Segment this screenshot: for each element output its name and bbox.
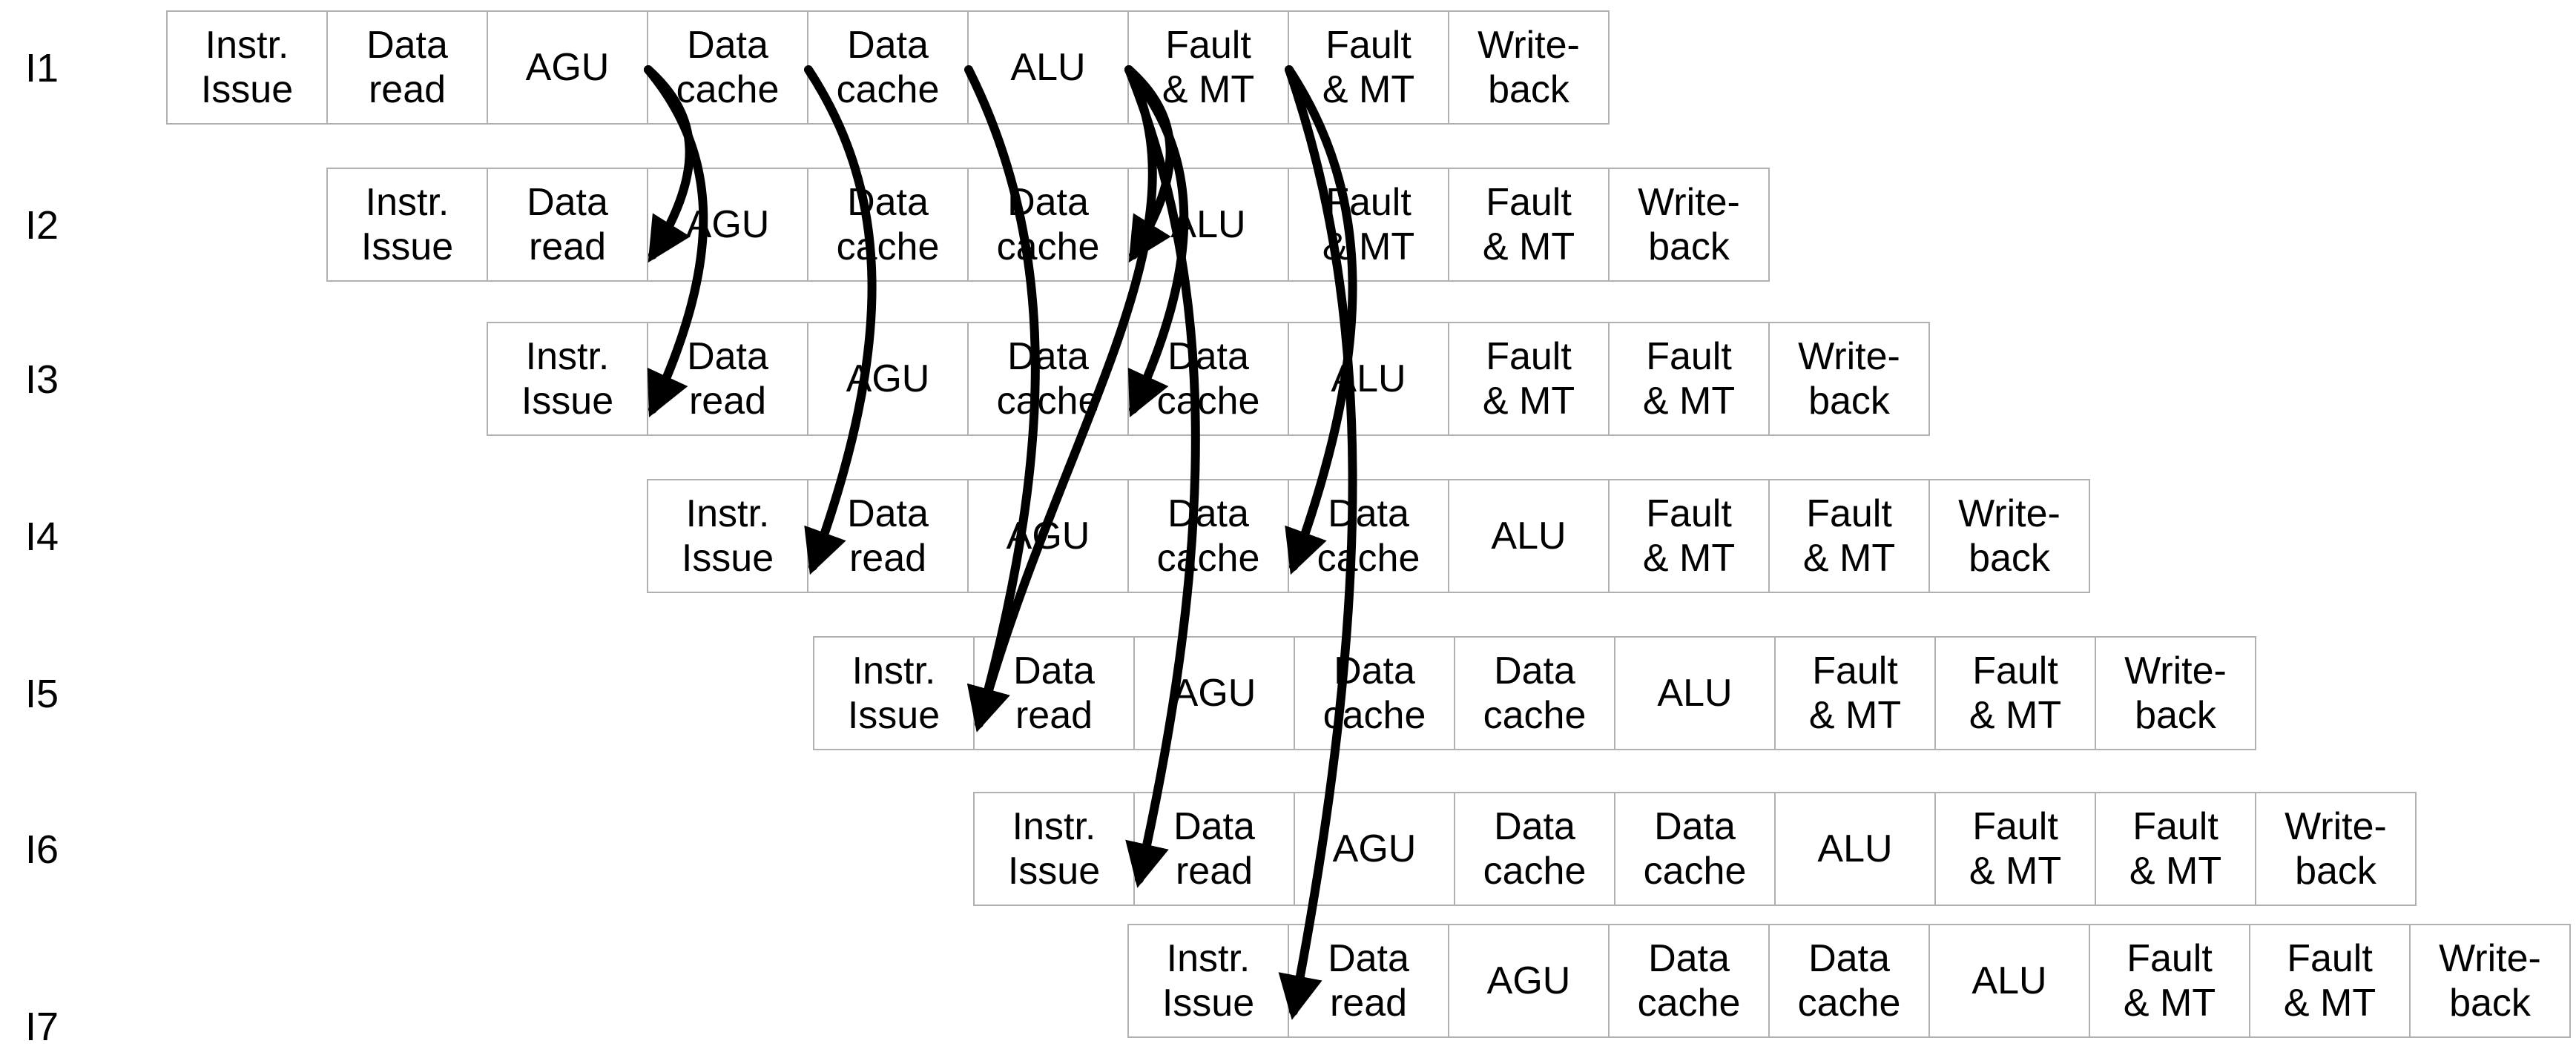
stage-cell-i6-agu: AGU [1294,792,1455,906]
stage-cell-i4-fault: Fault & MT [1608,479,1770,593]
stage-cell-i1-fault: Fault & MT [1288,10,1449,125]
stage-cell-i6-cache: Data cache [1614,792,1776,906]
instruction-label-i3: I3 [25,357,59,402]
instruction-label-i4: I4 [25,515,59,559]
stage-cell-i1-fault: Fault & MT [1127,10,1289,125]
stage-cell-i3-fault: Fault & MT [1448,322,1610,436]
stage-cell-i1-cache: Data cache [807,10,969,125]
stage-cell-i5-alu: ALU [1614,636,1776,750]
stage-cell-i5-issue: Instr. Issue [813,636,975,750]
stage-cell-i2-fault: Fault & MT [1448,168,1610,282]
stage-cell-i5-cache: Data cache [1454,636,1615,750]
stage-cell-i7-wb: Write- back [2409,924,2571,1038]
stage-cell-i7-issue: Instr. Issue [1127,924,1289,1038]
stage-cell-i5-read: Data read [973,636,1135,750]
stage-cell-i6-issue: Instr. Issue [973,792,1135,906]
stage-cell-i5-fault: Fault & MT [1774,636,1936,750]
stage-cell-i4-fault: Fault & MT [1768,479,1930,593]
stage-cell-i3-cache: Data cache [967,322,1129,436]
stage-cell-i2-cache: Data cache [807,168,969,282]
stage-cell-i2-cache: Data cache [967,168,1129,282]
stage-cell-i1-alu: ALU [967,10,1129,125]
stage-cell-i4-issue: Instr. Issue [647,479,808,593]
instruction-label-i2: I2 [25,203,59,248]
stage-cell-i1-cache: Data cache [647,10,808,125]
stage-cell-i3-alu: ALU [1288,322,1449,436]
instruction-label-i6: I6 [25,827,59,872]
stage-cell-i4-read: Data read [807,479,969,593]
stage-cell-i7-read: Data read [1288,924,1449,1038]
stage-cell-i6-alu: ALU [1774,792,1936,906]
stage-cell-i4-cache: Data cache [1288,479,1449,593]
stage-cell-i3-agu: AGU [807,322,969,436]
stage-cell-i4-agu: AGU [967,479,1129,593]
stage-cell-i5-agu: AGU [1133,636,1295,750]
stage-cell-i2-issue: Instr. Issue [326,168,488,282]
stage-cell-i7-fault: Fault & MT [2089,924,2250,1038]
stage-cell-i6-fault: Fault & MT [2095,792,2256,906]
stage-cell-i3-issue: Instr. Issue [487,322,648,436]
stage-cell-i7-cache: Data cache [1768,924,1930,1038]
stage-cell-i5-fault: Fault & MT [1934,636,2096,750]
stage-cell-i2-alu: ALU [1127,168,1289,282]
stage-cell-i5-cache: Data cache [1294,636,1455,750]
stage-cell-i1-wb: Write- back [1448,10,1610,125]
stage-cell-i5-wb: Write- back [2095,636,2256,750]
stage-cell-i1-read: Data read [326,10,488,125]
stage-cell-i7-alu: ALU [1928,924,2090,1038]
instruction-label-i1: I1 [25,46,59,90]
stage-cell-i2-wb: Write- back [1608,168,1770,282]
stage-cell-i1-agu: AGU [487,10,648,125]
stage-cell-i6-wb: Write- back [2255,792,2417,906]
stage-cell-i3-fault: Fault & MT [1608,322,1770,436]
stage-cell-i2-agu: AGU [647,168,808,282]
stage-cell-i7-agu: AGU [1448,924,1610,1038]
stage-cell-i4-cache: Data cache [1127,479,1289,593]
stage-cell-i7-cache: Data cache [1608,924,1770,1038]
stage-cell-i2-read: Data read [487,168,648,282]
instruction-label-i7: I7 [25,1005,59,1049]
stage-cell-i3-read: Data read [647,322,808,436]
instruction-label-i5: I5 [25,672,59,716]
stage-cell-i2-fault: Fault & MT [1288,168,1449,282]
stage-cell-i6-cache: Data cache [1454,792,1615,906]
stage-cell-i6-fault: Fault & MT [1934,792,2096,906]
stage-cell-i6-read: Data read [1133,792,1295,906]
stage-cell-i3-cache: Data cache [1127,322,1289,436]
stage-cell-i3-wb: Write- back [1768,322,1930,436]
stage-cell-i4-alu: ALU [1448,479,1610,593]
stage-cell-i7-fault: Fault & MT [2249,924,2411,1038]
stage-cell-i4-wb: Write- back [1928,479,2090,593]
stage-cell-i1-issue: Instr. Issue [166,10,328,125]
